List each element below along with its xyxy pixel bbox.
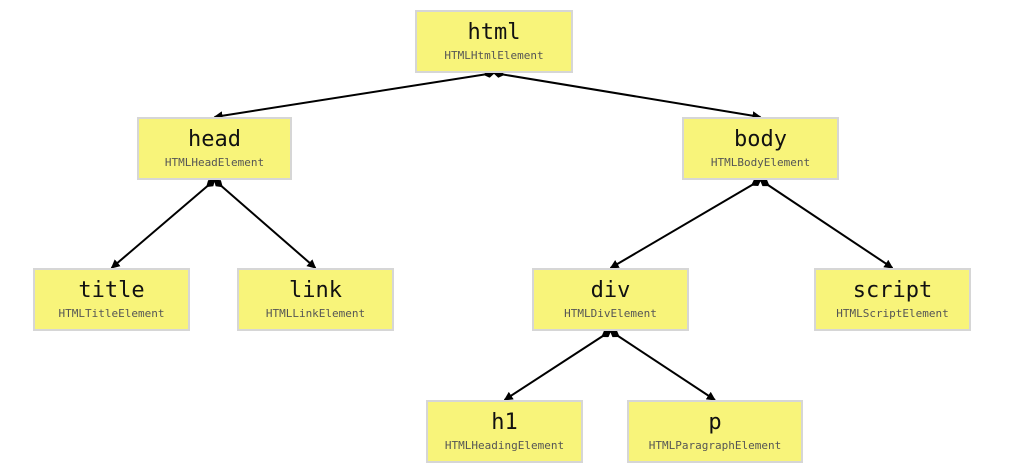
node-script: script HTMLScriptElement <box>814 268 971 331</box>
node-title-interface: HTMLTitleElement <box>58 307 165 320</box>
edge-body-to-script <box>759 179 894 269</box>
node-div: div HTMLDivElement <box>532 268 689 331</box>
node-head-interface: HTMLHeadElement <box>164 156 265 169</box>
node-h1-tag: h1 <box>491 410 518 435</box>
node-html-interface: HTMLHtmlElement <box>444 49 544 62</box>
node-link-tag: link <box>289 278 342 303</box>
node-h1: h1 HTMLHeadingElement <box>426 400 583 463</box>
node-script-tag: script <box>852 278 933 303</box>
node-body: body HTMLBodyElement <box>682 117 839 180</box>
node-div-tag: div <box>590 278 631 303</box>
edge-html-to-head <box>213 69 495 121</box>
node-body-tag: body <box>734 127 787 152</box>
node-link-interface: HTMLLinkElement <box>265 307 366 320</box>
node-title-tag: title <box>78 278 145 303</box>
node-body-interface: HTMLBodyElement <box>710 156 811 169</box>
node-head-tag: head <box>188 127 241 152</box>
edge-head-to-link <box>213 179 317 269</box>
node-p-tag: p <box>708 410 722 435</box>
edge-div-to-p <box>609 330 716 401</box>
node-head: head HTMLHeadElement <box>137 117 292 180</box>
node-script-interface: HTMLScriptElement <box>836 307 949 320</box>
node-html-tag: html <box>467 20 521 45</box>
edge-body-to-div <box>609 179 762 269</box>
node-p-interface: HTMLParagraphElement <box>648 439 782 452</box>
edge-html-to-body <box>493 69 762 121</box>
node-h1-interface: HTMLHeadingElement <box>444 439 565 452</box>
edge-div-to-h1 <box>503 330 612 401</box>
node-link: link HTMLLinkElement <box>237 268 394 331</box>
edge-head-to-title <box>110 179 216 269</box>
node-html: html HTMLHtmlElement <box>415 10 573 73</box>
node-div-interface: HTMLDivElement <box>564 307 657 320</box>
node-p: p HTMLParagraphElement <box>627 400 803 463</box>
node-title: title HTMLTitleElement <box>33 268 190 331</box>
